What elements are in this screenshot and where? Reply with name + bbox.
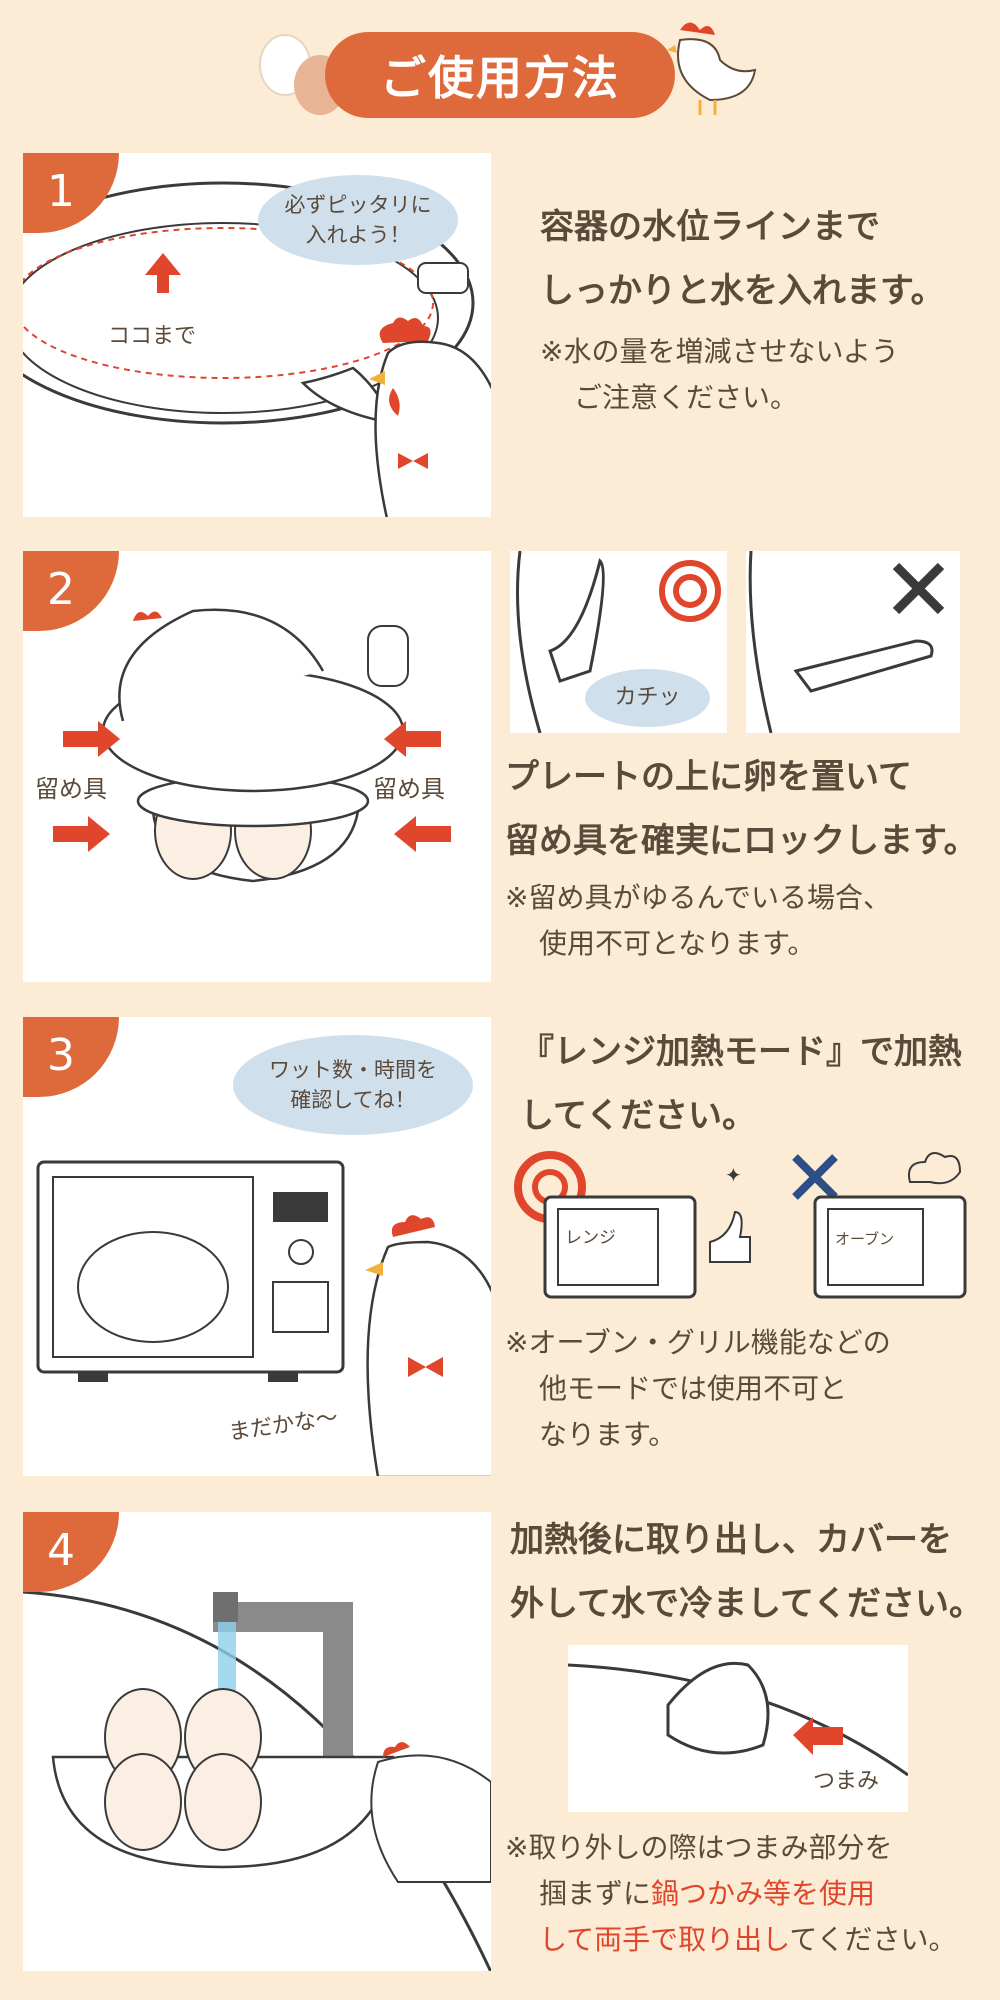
incorrect-lock-image <box>746 551 960 733</box>
container-illustration <box>23 181 491 517</box>
oven-label: オーブン <box>835 1230 895 1248</box>
clip-label-left: 留め具 <box>35 775 107 803</box>
knob-image: つまみ <box>568 1645 908 1812</box>
instruction-line: 容器の水位ラインまで <box>540 207 880 247</box>
speech-bubble: 必ずピッタリに 入れよう！ <box>258 175 458 265</box>
step-1-panel: 1 必ずピッタリに 入れよう！ ココまで <box>23 153 491 517</box>
note-line: ※留め具がゆるんでいる場合、 <box>505 881 892 914</box>
speech-bubble: ワット数・時間を 確認してね！ <box>233 1035 473 1135</box>
instruction-line: 『レンジ加熱モード』で加熱 <box>520 1032 962 1072</box>
note-line: ご注意ください。 <box>574 381 799 414</box>
bubble-line: 必ずピッタリに <box>284 192 432 217</box>
instruction-line: 留め具を確実にロックします。 <box>505 821 978 861</box>
note-warning-text: 鍋つかみ等を使用 <box>651 1877 876 1910</box>
step-number: 1 <box>23 153 119 233</box>
note-text: 掴まずに <box>539 1877 652 1910</box>
step-number: 2 <box>23 551 119 631</box>
note-text: てください。 <box>789 1923 957 1956</box>
note-line: なります。 <box>539 1418 677 1451</box>
clip-label-right: 留め具 <box>373 775 445 803</box>
note-line: ※オーブン・グリル機能などの <box>505 1326 891 1359</box>
click-bubble: カチッ <box>585 669 710 727</box>
step-2-text: プレートの上に卵を置いて 留め具を確実にロックします。 ※留め具がゆるんでいる場… <box>505 745 978 967</box>
svg-text:✦: ✦ <box>725 1163 742 1187</box>
bubble-line: 確認してね！ <box>290 1088 416 1112</box>
page-title: ご使用方法 <box>325 32 675 118</box>
step-2-panel: 2 留め具 留め具 <box>23 551 491 982</box>
cooling-illustration <box>23 1590 491 1971</box>
bubble-line: 入れよう！ <box>305 223 411 247</box>
step-3-panel: 3 ワット数・時間を 確認してね！ まだかな〜 <box>23 1017 491 1476</box>
instruction-line: 加熱後に取り出し、カバーを <box>510 1520 952 1560</box>
note-line: 使用不可となります。 <box>539 927 816 960</box>
step-4-panel: 4 <box>23 1512 491 1971</box>
note-line: 他モードでは使用不可と <box>539 1372 848 1405</box>
instruction-line: しっかりと水を入れます。 <box>540 271 945 311</box>
bubble-line: ワット数・時間を <box>269 1057 437 1082</box>
step-3-text: 『レンジ加熱モード』で加熱 してください。 <box>520 1020 962 1148</box>
correct-lock-image: カチッ <box>510 551 727 733</box>
step-4-text: 加熱後に取り出し、カバーを 外して水で冷ましてください。 <box>510 1508 983 1636</box>
knob-illustration <box>568 1661 908 1777</box>
water-line-label: ココまで <box>108 324 197 349</box>
lid-lock-illustration <box>53 608 451 883</box>
note-line: ※取り外しの際はつまみ部分を <box>505 1831 893 1864</box>
note-line: ※水の量を増減させないよう <box>540 335 899 368</box>
instruction-line: プレートの上に卵を置いて <box>505 757 912 797</box>
instruction-line: してください。 <box>520 1096 756 1136</box>
range-label: レンジ <box>565 1228 616 1248</box>
range-mode-ok-illustration: ✦ <box>514 1151 751 1299</box>
step-4-note: ※取り外しの際はつまみ部分を 掴まずに鍋つかみ等を使用 して両手で取り出してくだ… <box>505 1825 957 1963</box>
locked-clip-illustration <box>516 551 721 733</box>
knob-label: つまみ <box>813 1769 880 1794</box>
oven-mode-ng-illustration <box>792 1152 967 1299</box>
note-warning-text: して両手で取り出し <box>539 1923 790 1956</box>
unlocked-clip-illustration <box>748 551 945 733</box>
instruction-line: 外して水で冷ましてください。 <box>510 1584 983 1624</box>
step-3-note: ※オーブン・グリル機能などの 他モードでは使用不可と なります。 <box>505 1320 891 1458</box>
microwave-illustration <box>36 1160 491 1476</box>
step-1-text: 容器の水位ラインまで しっかりと水を入れます。 ※水の量を増減させないよう ご注… <box>540 195 945 421</box>
chicken-icon <box>667 22 757 115</box>
